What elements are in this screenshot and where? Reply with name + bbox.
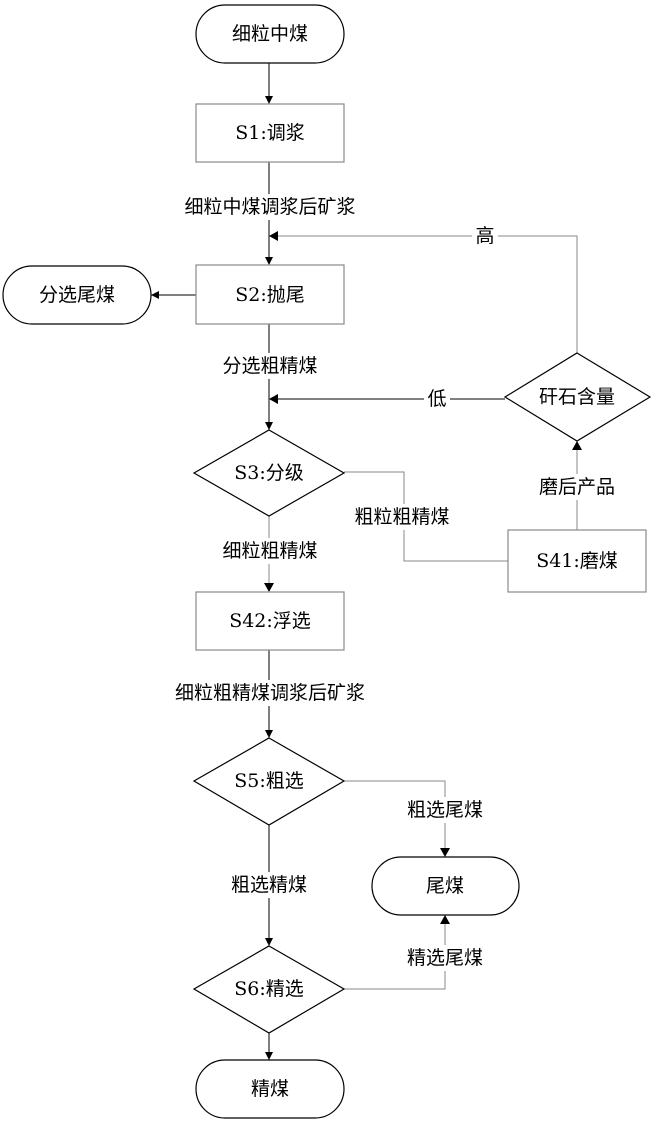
edge-label-fine-rough: 细粒粗精煤 xyxy=(222,540,317,562)
start-terminal-label: 细粒中煤 xyxy=(232,23,308,45)
edge-label-cleaner-tail: 精选尾煤 xyxy=(407,947,483,969)
arrowhead-s42 xyxy=(264,583,274,592)
s3-label: S3:分级 xyxy=(234,462,304,484)
s6-label: S6:精选 xyxy=(234,978,304,1000)
end-label: 精煤 xyxy=(251,1078,289,1100)
s1-label: S1:调浆 xyxy=(235,122,305,144)
edge-label-slurry-after-s42: 细粒粗精煤调浆后矿浆 xyxy=(175,682,365,704)
tail-s2-label: 分选尾煤 xyxy=(39,284,115,306)
edge-label-coarse-rough: 粗粒粗精煤 xyxy=(354,506,449,528)
arrowhead-high xyxy=(269,231,278,241)
gangue-label: 矸石含量 xyxy=(539,386,615,408)
s5-label: S5:粗选 xyxy=(234,770,304,792)
edge-label-milled-product: 磨后产品 xyxy=(539,476,615,498)
edge-label-rougher-tail: 粗选尾煤 xyxy=(407,799,483,821)
s42-label: S42:浮选 xyxy=(229,610,311,632)
arrowhead-tail-top xyxy=(440,848,450,857)
edge-label-rough-concentrate: 分选粗精煤 xyxy=(222,355,317,377)
edge-label-low: 低 xyxy=(427,388,446,410)
edge-label-high: 高 xyxy=(475,225,494,247)
arrowhead-tail-bottom xyxy=(440,915,450,924)
s41-label: S41:磨煤 xyxy=(536,550,618,572)
edge-label-rougher-concentrate: 粗选精煤 xyxy=(231,874,307,896)
s2-label: S2:抛尾 xyxy=(235,284,305,306)
arrowhead-gangue xyxy=(572,441,582,450)
arrowhead-low xyxy=(269,394,278,404)
tail-label: 尾煤 xyxy=(426,875,464,897)
edge-label-slurry-after-s1: 细粒中煤调浆后矿浆 xyxy=(184,196,355,218)
